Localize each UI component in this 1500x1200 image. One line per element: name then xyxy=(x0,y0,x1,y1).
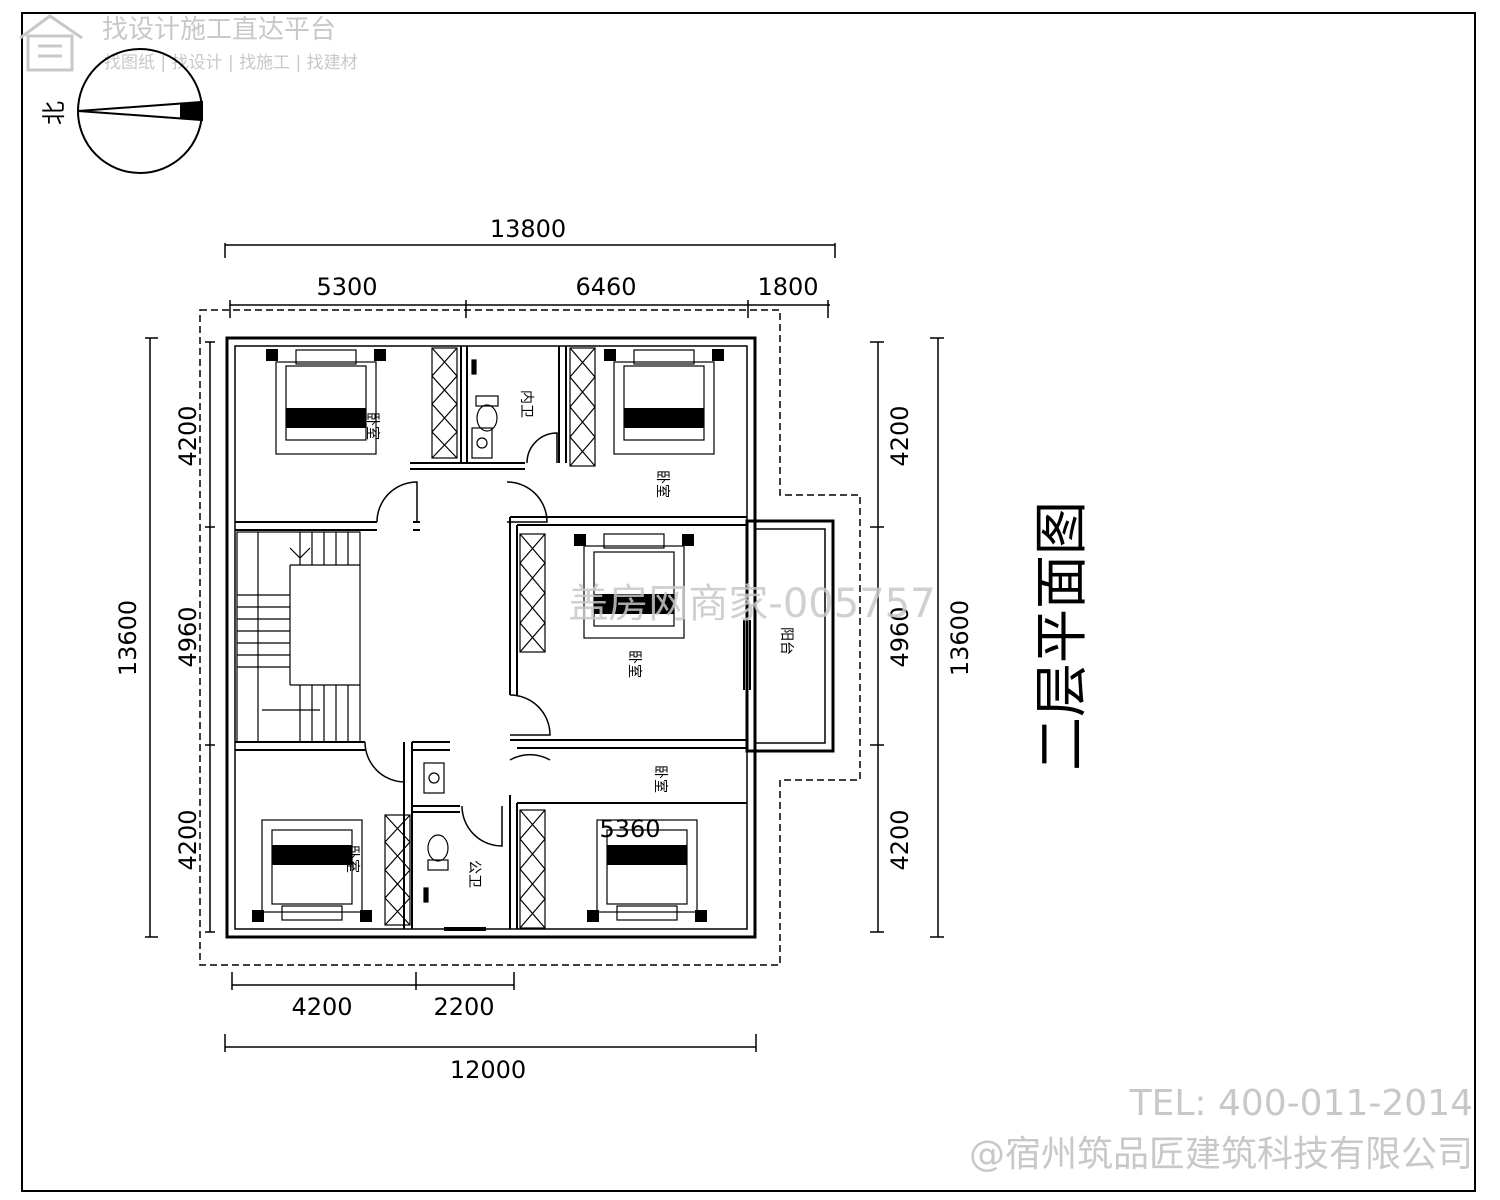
roof-eave-outline xyxy=(199,309,861,966)
staircase xyxy=(236,531,361,743)
dim-right-part-2: 4960 xyxy=(886,606,914,667)
header-watermark: 找设计施工直达平台 找图纸 | 找设计 | 找施工 | 找建材 xyxy=(19,14,358,73)
dim-bottom-part-1: 4200 xyxy=(291,993,352,1021)
dim-right-part-3: 4200 xyxy=(886,809,914,870)
dim-right-part-1: 4200 xyxy=(886,405,914,466)
header-watermark-subtitle: 找图纸 | 找设计 | 找施工 | 找建材 xyxy=(104,53,358,73)
north-arrow: 北 xyxy=(40,48,203,174)
sink-icon xyxy=(423,762,445,794)
bed-bottom-left xyxy=(252,819,372,922)
room-label-ensuite-bath: 内卫 xyxy=(518,390,534,418)
dim-left-part-1: 4200 xyxy=(174,405,202,466)
toilet-icon xyxy=(427,834,449,871)
dim-top-part-3: 1800 xyxy=(757,273,818,301)
header-watermark-title: 找设计施工直达平台 xyxy=(102,15,336,45)
drawing-title: 二层平面图 xyxy=(1030,501,1093,771)
doors xyxy=(364,432,558,931)
toilet-icon xyxy=(475,395,499,432)
dim-top-total: 13800 xyxy=(490,215,566,243)
dim-top-part-1: 5300 xyxy=(316,273,377,301)
bathroom-fixtures xyxy=(423,359,499,903)
room-label-bedroom: 卧室 xyxy=(344,845,361,873)
wardrobes xyxy=(384,347,596,929)
dim-bottom-part-2: 2200 xyxy=(433,993,494,1021)
room-label-bedroom: 卧室 xyxy=(652,765,669,793)
shower-icon xyxy=(471,359,477,375)
room-label-balcony: 阳台 xyxy=(778,627,794,655)
dim-right-total: 13600 xyxy=(946,600,974,676)
dim-left-total: 13600 xyxy=(114,600,142,676)
room-label-public-bath: 公卫 xyxy=(466,860,482,888)
footer-tel: TEL: 400-011-2014 xyxy=(1129,1083,1473,1124)
bed-bottom-right xyxy=(587,819,707,922)
center-watermark: 盖房网商家-005757 xyxy=(568,581,935,627)
bed-top-right xyxy=(604,349,724,455)
room-label-bedroom: 卧室 xyxy=(654,470,671,498)
bed-middle xyxy=(574,533,694,639)
platform-logo-icon xyxy=(19,14,83,72)
north-label: 北 xyxy=(40,101,68,125)
sink-icon xyxy=(471,427,493,459)
bed-top-left xyxy=(266,349,386,455)
dim-inner-label: 5360 xyxy=(599,815,660,843)
beds xyxy=(252,349,724,922)
room-label-bedroom: 卧室 xyxy=(626,650,643,678)
room-label-bedroom: 卧室 xyxy=(364,412,381,440)
dimension-lines xyxy=(145,243,944,1052)
room-labels: 卧室 内卫 卧室 卧室 阳台 卧室 卧室 公卫 xyxy=(344,390,794,888)
dim-top-part-2: 6460 xyxy=(575,273,636,301)
footer-company: @宿州筑品匠建筑科技有限公司 xyxy=(969,1134,1473,1175)
north-arrow-fill xyxy=(180,102,202,120)
dim-bottom-total: 12000 xyxy=(450,1056,526,1084)
shower-icon xyxy=(423,887,429,903)
dim-left-part-2: 4960 xyxy=(174,606,202,667)
walls xyxy=(225,336,835,939)
drawing-frame xyxy=(21,12,1476,1192)
dim-left-part-3: 4200 xyxy=(174,809,202,870)
balcony-wall xyxy=(745,519,835,753)
